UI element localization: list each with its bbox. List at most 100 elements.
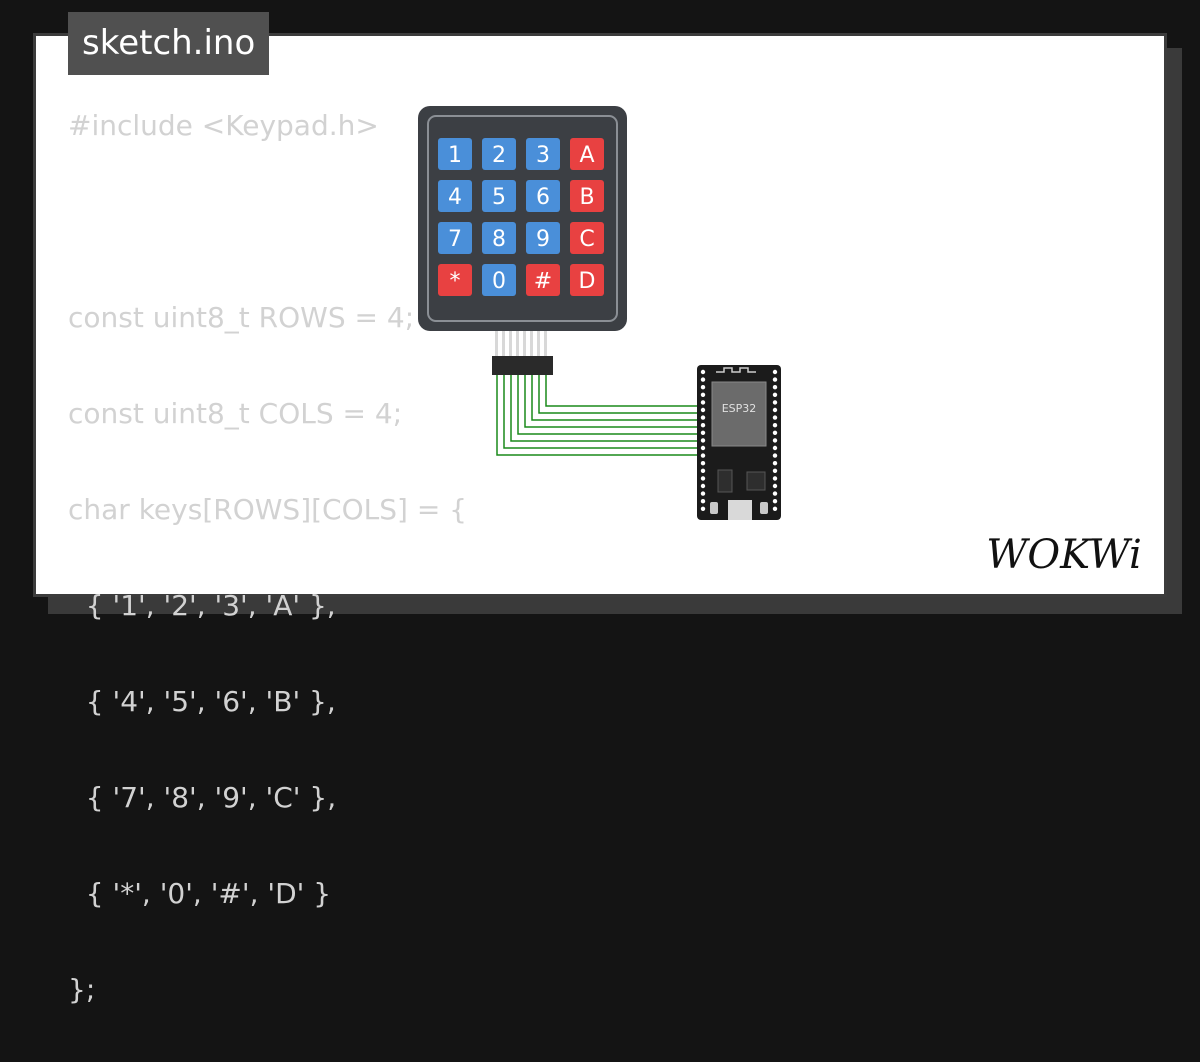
- connector-pin: [509, 331, 512, 356]
- wire[interactable]: [503, 375, 697, 449]
- usb-port: [728, 500, 752, 520]
- connector-pin: [544, 331, 547, 356]
- keypad-key[interactable]: 6: [526, 180, 560, 212]
- pin-hole: [700, 453, 706, 458]
- keypad-key-label: 3: [536, 143, 550, 168]
- keypad-key[interactable]: 8: [482, 222, 516, 254]
- keypad-key[interactable]: 5: [482, 180, 516, 212]
- pin-hole: [772, 499, 778, 504]
- pin-hole: [772, 369, 778, 375]
- pin-hole: [772, 415, 778, 420]
- keypad-key-label: 0: [492, 269, 506, 294]
- keypad-key-label: 7: [448, 227, 462, 252]
- keypad-key-label: 9: [536, 227, 550, 252]
- keypad-key-label: 1: [448, 143, 462, 168]
- keypad-key-label: 5: [492, 185, 506, 210]
- pin-hole: [772, 491, 778, 496]
- keypad-key-label: C: [579, 227, 594, 252]
- code-line: char keys[ROWS][COLS] = {: [68, 493, 467, 526]
- pin-hole: [700, 407, 706, 413]
- keypad-key-label: 4: [448, 185, 462, 210]
- keypad-key[interactable]: 3: [526, 138, 560, 170]
- keypad-key-label: A: [579, 143, 594, 168]
- keypad-key[interactable]: C: [570, 222, 604, 254]
- wire[interactable]: [538, 375, 697, 414]
- connector-pin: [516, 331, 519, 356]
- pin-hole: [700, 392, 706, 397]
- pin-hole: [700, 445, 706, 451]
- reset-button[interactable]: [760, 502, 768, 514]
- keypad-key[interactable]: 0: [482, 264, 516, 296]
- keypad-key[interactable]: 2: [482, 138, 516, 170]
- usb-chip: [746, 471, 766, 491]
- wire[interactable]: [510, 375, 697, 442]
- keypad-key-label: D: [579, 269, 596, 294]
- wire[interactable]: [545, 375, 697, 407]
- keypad-key-label: 6: [536, 185, 550, 210]
- pin-hole: [700, 377, 706, 382]
- brand-name: WOKWi: [986, 532, 1142, 578]
- antenna-icon: [716, 367, 756, 373]
- regulator: [717, 469, 733, 493]
- pin-hole: [772, 476, 778, 481]
- wire[interactable]: [496, 375, 697, 456]
- keypad-key[interactable]: #: [526, 264, 560, 296]
- keypad-connector: [492, 331, 553, 375]
- code-line: { '1', '2', '3', 'A' },: [68, 589, 336, 622]
- pin-hole: [700, 499, 706, 504]
- pin-hole: [700, 415, 706, 420]
- pin-hole: [700, 423, 706, 428]
- pin-hole: [700, 468, 706, 473]
- esp32-board[interactable]: ESP32: [697, 365, 781, 520]
- pin-hole: [700, 430, 706, 435]
- chip-shield: [711, 381, 767, 447]
- keypad-key[interactable]: 7: [438, 222, 472, 254]
- pin-hole: [772, 400, 778, 405]
- board-pin-holes: [700, 369, 778, 511]
- code-line: { '*', '0', '#', 'D' }: [68, 877, 332, 910]
- keypad-key-label: 8: [492, 227, 506, 252]
- pin-hole: [772, 385, 778, 390]
- keypad-wires: [496, 375, 697, 456]
- keypad-key[interactable]: 4: [438, 180, 472, 212]
- pin-hole: [772, 506, 778, 511]
- wire[interactable]: [531, 375, 697, 421]
- connector-pin: [523, 331, 526, 356]
- wokwi-logo: WOKWi: [986, 532, 1142, 578]
- pin-hole: [772, 445, 778, 451]
- pin-hole: [772, 483, 778, 489]
- pin-hole: [772, 438, 778, 443]
- pin-hole: [700, 491, 706, 496]
- pin-hole: [700, 385, 706, 390]
- connector-pin: [502, 331, 505, 356]
- keypad-key[interactable]: 1: [438, 138, 472, 170]
- keypad-key[interactable]: *: [438, 264, 472, 296]
- keypad-key[interactable]: D: [570, 264, 604, 296]
- pin-hole: [772, 468, 778, 473]
- pin-hole: [700, 483, 706, 489]
- keypad-key[interactable]: A: [570, 138, 604, 170]
- pin-hole: [772, 392, 778, 397]
- pin-hole: [772, 423, 778, 428]
- wire[interactable]: [517, 375, 697, 435]
- code-line: };: [68, 973, 96, 1006]
- pin-hole: [772, 407, 778, 413]
- keypad-key[interactable]: B: [570, 180, 604, 212]
- wire[interactable]: [524, 375, 697, 428]
- keypad-bezel: [427, 115, 618, 322]
- boot-button[interactable]: [710, 502, 718, 514]
- code-line: const uint8_t COLS = 4;: [68, 397, 403, 430]
- connector-pin: [530, 331, 533, 356]
- pin-hole: [772, 461, 778, 466]
- pin-hole: [700, 461, 706, 466]
- keypad-key[interactable]: 9: [526, 222, 560, 254]
- pin-hole: [772, 453, 778, 458]
- file-tab[interactable]: sketch.ino: [68, 12, 270, 75]
- code-line: { '4', '5', '6', 'B' },: [68, 685, 336, 718]
- pin-hole: [772, 430, 778, 435]
- connector-pin: [537, 331, 540, 356]
- code-line: { '7', '8', '9', 'C' },: [68, 781, 337, 814]
- pin-hole: [700, 476, 706, 481]
